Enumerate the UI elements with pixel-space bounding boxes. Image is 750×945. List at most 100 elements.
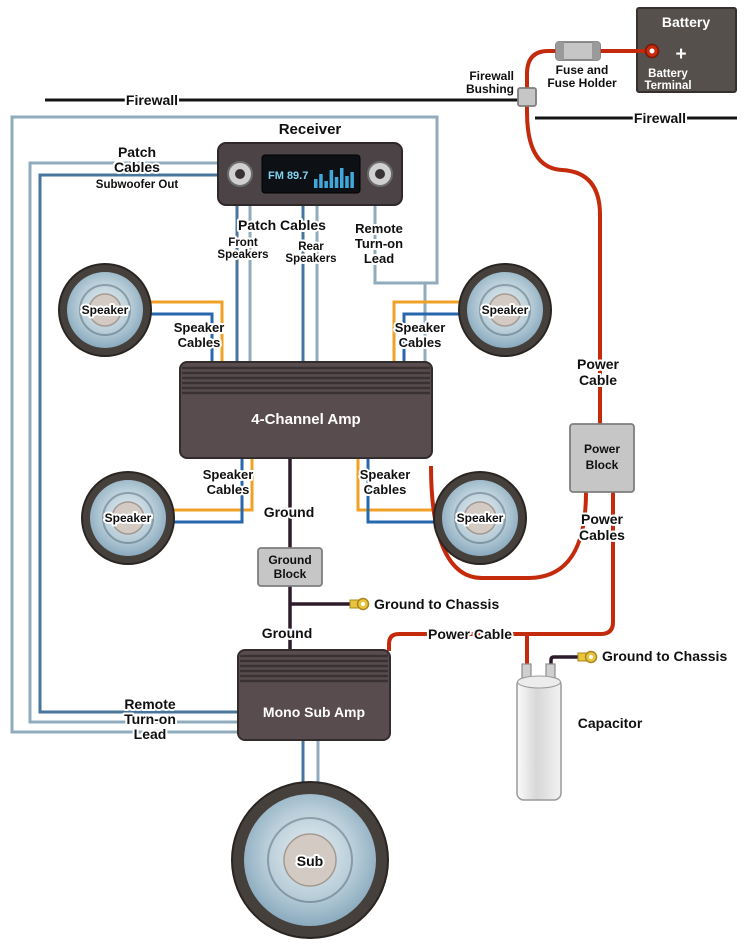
remote-lead-left-label: Turn-on [124,711,176,727]
ring-terminal-hole [361,602,365,606]
speaker-cable-orange [148,300,224,362]
power-block-label: Block [586,458,619,472]
patch-cables-amp [235,205,319,362]
speaker-cable-blue [148,312,214,362]
speaker-cables-label: Cables [207,482,250,497]
rear-speakers-label: Speakers [285,253,336,265]
speaker-cable-orange [356,458,437,512]
subwoofer-out-label: Subwoofer Out [96,179,179,191]
remote-turn-on-lead [10,115,439,734]
firewall-bushing [517,87,537,107]
rear-speakers-label: Rear [298,241,324,253]
battery-plus-label: + [675,44,686,65]
mono-sub-amp-label: Mono Sub Amp [263,704,365,720]
four-channel-amp: 4-Channel Amp [179,361,433,459]
fuse-holder [555,41,601,61]
ground-to-chassis-label: Ground to Chassis [374,596,499,612]
firewall-bushing-label: Bushing [466,82,514,96]
battery-ring-terminal [644,43,660,59]
power-block-label: Power [584,442,620,456]
power-cables-label: Cables [579,527,625,543]
ground-block: Ground Block [257,547,323,587]
firewall-right-label: Firewall [634,110,686,126]
speaker-cables-label: Speaker [395,320,446,335]
speaker-cables-wires [148,300,462,524]
speaker-label: Speaker [105,511,152,525]
speaker-mid-left: Speaker [81,471,175,565]
front-speakers-label: Front [228,237,258,249]
speaker-label: Speaker [457,511,504,525]
chassis-terminal-1 [349,597,370,611]
front-speakers-label: Speakers [217,249,268,261]
capacitor-label: Capacitor [578,715,643,731]
speaker-top-right: Speaker [458,263,552,357]
battery-terminal-label: Terminal [644,80,691,92]
speaker-cables-label: Cables [364,482,407,497]
speaker-label: Speaker [482,303,529,317]
power-cable-mid-label: Power Cable [428,626,512,642]
speaker-cable-blue [366,458,437,524]
chassis-terminal-2 [577,650,598,664]
ground-wires [288,458,581,670]
receiver: FM 89.7 [217,142,403,206]
patch-cables-subwoofer [28,161,240,724]
ground-lower-label: Ground [262,625,313,641]
subwoofer: Sub [231,781,389,939]
ground-to-chassis-label: Ground to Chassis [602,648,727,664]
power-cables-label: Power [581,511,624,527]
patch-cables-left-label: Cables [114,159,160,175]
receiver-display-text: FM 89.7 [268,170,308,182]
firewall-left-label: Firewall [126,92,178,108]
fuse-end-cap [592,42,600,60]
sub-cables [301,740,320,786]
fuse-end-cap [556,42,564,60]
ground-upper-label: Ground [264,504,315,520]
speaker-cable-orange [172,458,254,512]
ring-terminal-hole [589,655,593,659]
receiver-label: Receiver [279,121,342,138]
battery-label: Battery [662,14,710,30]
sub-label: Sub [297,853,323,869]
power-block: Power Block [569,423,635,493]
speaker-label: Speaker [82,303,129,317]
speaker-cable-blue [172,458,244,524]
ground-block-label: Ground [268,553,311,567]
fuse-holder-label: Fuse and [556,63,609,77]
capacitor [516,663,562,801]
amp-fins [240,654,388,683]
ground-block-label: Block [274,567,307,581]
battery-box: Battery + Battery Terminal [636,7,737,93]
receiver-knob-right-center [375,169,385,179]
speaker-cables-label: Cables [399,335,442,350]
remote-lead-top-label: Remote [355,221,403,236]
fuse-holder-label: Fuse Holder [547,76,617,90]
patch-cables-left-label: Patch [118,144,156,160]
speaker-cables-label: Speaker [360,467,411,482]
remote-lead-left-label: Remote [124,696,176,712]
firewall-bushing-label: Firewall [469,69,514,83]
remote-lead-top-label: Lead [364,251,394,266]
power-cable-mono-path [387,492,615,651]
capacitor-ground-wire [549,655,581,670]
mono-sub-amp: Mono Sub Amp [237,649,391,741]
speaker-cables-label: Speaker [203,467,254,482]
power-cable-vert-label: Cable [579,372,617,388]
patch-cables-bottom-label: Patch Cables [238,217,326,233]
power-cable-battery-path [525,49,652,424]
power-cable-vert-label: Power [577,356,620,372]
four-channel-amp-label: 4-Channel Amp [251,411,360,428]
battery-terminal-hole [649,48,655,54]
speaker-cable-orange [392,300,462,362]
speaker-cable-blue [402,312,462,362]
remote-lead-path [10,115,439,734]
patch-cable-path [28,161,240,724]
remote-lead-left-label: Lead [134,726,167,742]
speaker-top-left: Speaker [58,263,152,357]
remote-lead-top-label: Turn-on [355,236,403,251]
spectrum-bars-icon [314,168,354,188]
patch-cable-path [38,173,240,714]
speaker-mid-right: Speaker [433,471,527,565]
amp-fins [182,366,430,395]
battery-terminal-label: Battery [648,68,688,80]
